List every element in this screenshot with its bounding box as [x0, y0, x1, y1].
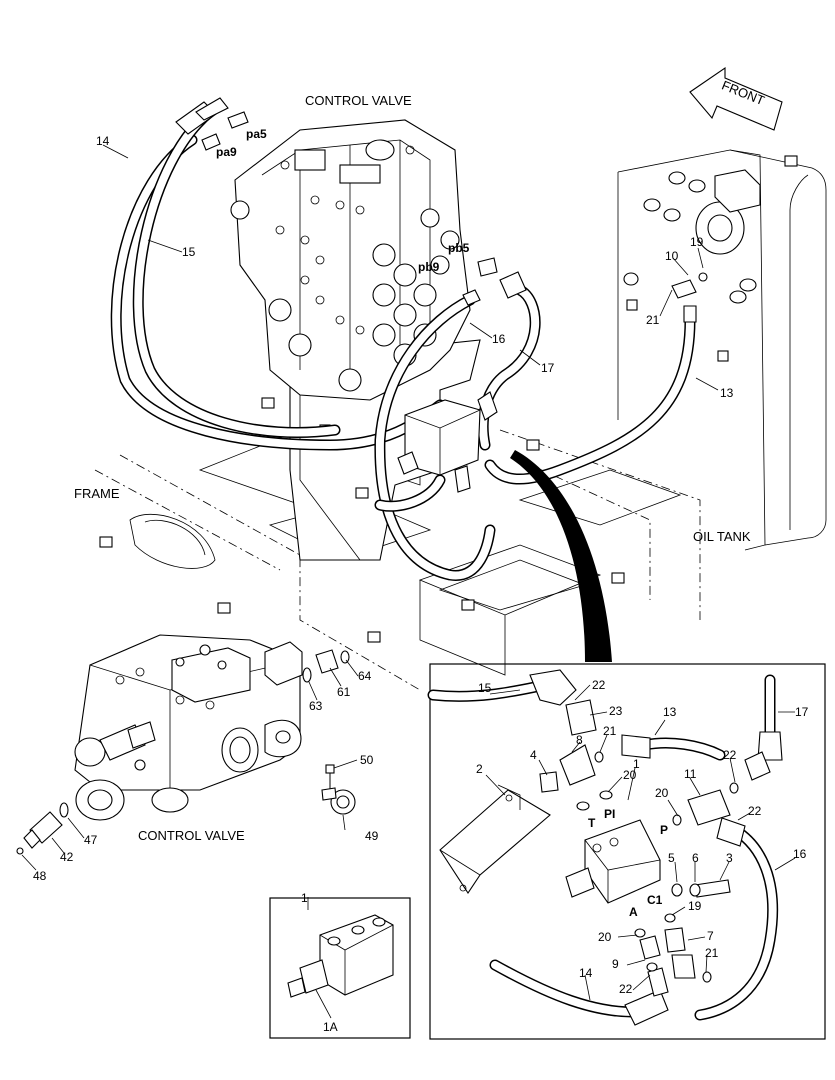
- detail-callout-22d: 22: [619, 982, 633, 996]
- detail-pointer: [510, 450, 612, 662]
- callout-47: 47: [84, 833, 98, 847]
- callout-50: 50: [360, 753, 374, 767]
- callout-61: 61: [337, 685, 351, 699]
- detail-callout-13: 13: [663, 705, 677, 719]
- detail-callout-19: 19: [688, 899, 702, 913]
- detail-callout-8: 8: [576, 733, 583, 747]
- callout-63: 63: [309, 699, 323, 713]
- detail-callout-3: 3: [726, 851, 733, 865]
- detail-callout-6: 6: [692, 851, 699, 865]
- port-pa5: pa5: [246, 127, 267, 141]
- valve-bolts: [275, 145, 415, 335]
- detail-callout-9: 9: [612, 957, 619, 971]
- inset-callout-1: 1: [301, 891, 308, 905]
- port-pa9: pa9: [216, 145, 237, 159]
- oil-tank-title: OIL TANK: [693, 529, 751, 544]
- control-valve-detail: [74, 634, 303, 821]
- callout-16: 16: [492, 332, 506, 346]
- detail-callout-22b: 22: [723, 748, 737, 762]
- callout-17: 17: [541, 361, 555, 375]
- detail-callout-14: 14: [579, 966, 593, 980]
- text-labels: CONTROL VALVE FRAME OIL TANK CONTROL VAL…: [33, 93, 809, 1034]
- detail-callout-5: 5: [668, 851, 675, 865]
- port-PI: PI: [604, 807, 615, 821]
- front-arrow: FRONT: [689, 66, 783, 131]
- detail-callout-20c: 20: [598, 930, 612, 944]
- callout-48: 48: [33, 869, 47, 883]
- callout-19: 19: [690, 235, 704, 249]
- tank-bolts: [623, 171, 757, 362]
- control-valve-title-top: CONTROL VALVE: [305, 93, 412, 108]
- callout-42: 42: [60, 850, 74, 864]
- port-A: A: [629, 905, 638, 919]
- detail-callout-15: 15: [478, 681, 492, 695]
- detail-callout-21b: 21: [705, 946, 719, 960]
- callout-15: 15: [182, 245, 196, 259]
- detail-callout-22a: 22: [592, 678, 606, 692]
- detail-callout-2: 2: [476, 762, 483, 776]
- callout-49: 49: [365, 829, 379, 843]
- port-pb5: pb5: [448, 241, 470, 255]
- oil-tank: [617, 149, 827, 551]
- callout-13: 13: [720, 386, 734, 400]
- detail-callout-23: 23: [609, 704, 623, 718]
- port-T: T: [588, 816, 596, 830]
- detail-callout-1: 1: [633, 757, 640, 771]
- detail-callout-16: 16: [793, 847, 807, 861]
- detail-callout-11: 11: [684, 767, 697, 781]
- detail-callout-20b: 20: [655, 786, 669, 800]
- inset-box: [269, 897, 411, 1039]
- frame-title: FRAME: [74, 486, 120, 501]
- detail-callout-7: 7: [707, 929, 714, 943]
- main-hoses: [110, 97, 697, 581]
- clamp-49-50: [321, 764, 356, 815]
- control-valve-title-bottom: CONTROL VALVE: [138, 828, 245, 843]
- detail-callout-4: 4: [530, 748, 537, 762]
- pilot-valve-block: [397, 399, 625, 611]
- detail-callout-21a: 21: [603, 724, 617, 738]
- detail-callout-20a: 20: [623, 768, 637, 782]
- callout-10: 10: [665, 249, 679, 263]
- detail-valve-bolts: [115, 667, 215, 710]
- detail-box: [427, 663, 826, 1040]
- inset-callout-1A: 1A: [323, 1020, 338, 1034]
- callout-14: 14: [96, 134, 110, 148]
- loose-parts: [99, 536, 381, 643]
- callout-64: 64: [358, 669, 372, 683]
- port-pb9: pb9: [418, 260, 440, 274]
- detail-callout-17: 17: [795, 705, 809, 719]
- pilot-fittings: [201, 111, 498, 306]
- fittings-61-63-64: [302, 649, 350, 683]
- port-P: P: [660, 823, 668, 837]
- detail-callout-22c: 22: [748, 804, 762, 818]
- port-C1: C1: [647, 893, 663, 907]
- leader-lines: [21, 144, 796, 1019]
- callout-21: 21: [646, 313, 660, 327]
- fittings-42-47-48: [16, 802, 69, 855]
- valve-spools: [230, 200, 460, 392]
